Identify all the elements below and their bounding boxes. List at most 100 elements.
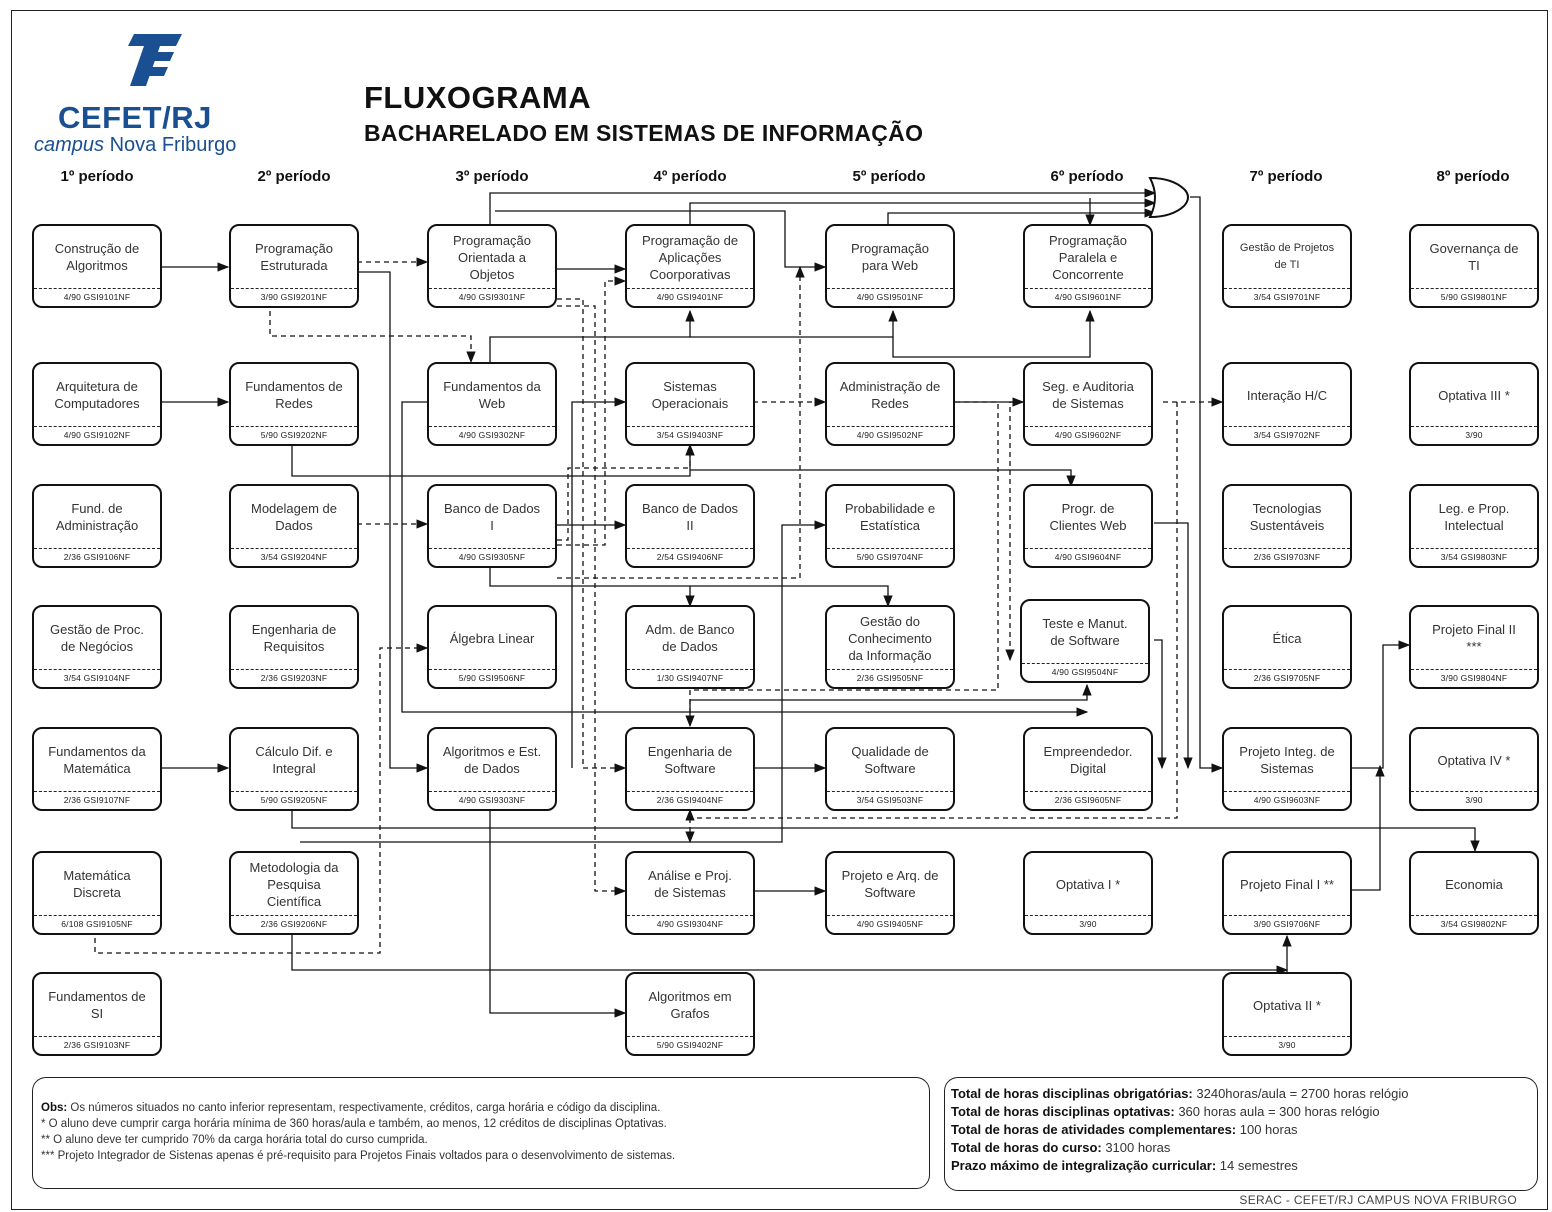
connector [94, 643, 429, 954]
course-name: Matemática Discreta [63, 868, 131, 900]
course-name: Algoritmos em Grafos [648, 989, 732, 1021]
course-name: Optativa III * [1438, 387, 1510, 403]
totals-value: 3100 horas [1101, 1140, 1171, 1155]
course-name: Construção de Algoritmos [54, 241, 140, 273]
totals-label: Total de horas disciplinas obrigatórias: [951, 1086, 1193, 1101]
logo-name: CEFET/RJ [58, 100, 212, 135]
course-code: 4/90 GSI9304NF [627, 915, 753, 933]
course-name: Probabilidade e Estatística [844, 501, 936, 533]
obs-line-2: * O aluno deve cumprir carga horária mín… [41, 1118, 667, 1130]
course-code: 6/108 GSI9105NF [34, 915, 160, 933]
course-code: 4/90 GSI9601NF [1025, 288, 1151, 306]
totals-value: 360 horas aula = 300 horas relógio [1174, 1104, 1380, 1119]
course-box: Optativa I *3/90 [1023, 851, 1153, 935]
connector [1154, 522, 1193, 770]
page-frame [11, 10, 1548, 1210]
course-code: 1/30 GSI9407NF [627, 669, 753, 687]
connector [489, 568, 695, 608]
course-code: 3/90 GSI9706NF [1224, 915, 1350, 933]
course-code: 2/36 GSI9605NF [1025, 791, 1151, 809]
course-name: Interação H/C [1246, 387, 1328, 403]
course-name: Fundamentos da Web [443, 379, 541, 411]
course-code: 2/54 GSI9406NF [627, 548, 753, 566]
period-3-heading: 3º período [455, 168, 529, 185]
logo-campus-place: Nova Friburgo [109, 134, 237, 156]
course-name: Gestão de Projetos de TI [1239, 242, 1335, 271]
connector [571, 397, 627, 768]
course-code: 3/90 [1025, 915, 1151, 933]
course-name: Seg. e Auditoria de Sistemas [1042, 379, 1134, 411]
course-name: Optativa II * [1253, 997, 1321, 1013]
totals-row: Prazo máximo de integralização curricula… [951, 1157, 1529, 1175]
totals-label: Total de horas do curso: [951, 1140, 1102, 1155]
connector [1154, 639, 1167, 770]
course-box: Projeto Final I **3/90 GSI9706NF [1222, 851, 1352, 935]
period-6-heading: 6º período [1050, 168, 1124, 185]
course-name: Programação para Web [850, 241, 930, 273]
course-code: 3/90 GSI9201NF [231, 288, 357, 306]
course-code: 3/90 GSI9804NF [1411, 669, 1537, 687]
totals-row: Total de horas disciplinas optativas: 36… [951, 1103, 1529, 1121]
course-box: Fundamentos da Matemática 2/36 GSI9107NF [32, 727, 162, 811]
course-name: Fundamentos de Redes [245, 379, 343, 411]
course-name: Tecnologias Sustentáveis [1249, 501, 1325, 533]
connector [689, 683, 1092, 726]
cefet-logo: CEFET/RJ campus Nova Friburgo [28, 30, 278, 160]
course-code: 3/54 GSI9104NF [34, 669, 160, 687]
course-code: 5/90 GSI9205NF [231, 791, 357, 809]
course-name: Teste e Manut. de Software [1042, 616, 1128, 648]
course-code: 4/90 GSI9504NF [1022, 663, 1148, 681]
period-1-heading: 1º período [60, 168, 134, 185]
totals-row: Total de horas do curso: 3100 horas [951, 1139, 1529, 1157]
period-8-heading: 8º período [1436, 168, 1510, 185]
course-name: Progr. de Clientes Web [1049, 501, 1127, 533]
connector [557, 265, 805, 579]
course-name: Análise e Proj. de Sistemas [648, 868, 732, 900]
course-name: Economia [1445, 876, 1503, 892]
course-code: 4/90 GSI9604NF [1025, 548, 1151, 566]
course-name: Programação Estruturada [254, 241, 334, 273]
period-5-heading: 5º período [852, 168, 926, 185]
course-name: Optativa IV * [1437, 752, 1511, 768]
course-code: 2/36 GSI9103NF [34, 1036, 160, 1054]
totals-label: Total de horas disciplinas optativas: [951, 1104, 1175, 1119]
course-code: 2/36 GSI9505NF [827, 669, 953, 687]
connector [1005, 401, 1023, 662]
connector [291, 810, 1480, 853]
course-code: 3/90 [1411, 426, 1537, 444]
course-code: 4/90 GSI9305NF [429, 548, 555, 566]
course-code: 2/36 GSI9107NF [34, 791, 160, 809]
totals-box: Total de horas disciplinas obrigatórias:… [944, 1077, 1538, 1191]
course-name: Projeto Final II *** [1432, 622, 1516, 654]
connector [690, 469, 1076, 488]
obs-line-1: Obs: Os números situados no canto inferi… [41, 1100, 921, 1116]
connector [689, 198, 1157, 225]
course-name: Modelagem de Dados [251, 501, 337, 533]
logo-campus: campus Nova Friburgo [34, 134, 236, 157]
period-4-heading: 4º período [653, 168, 727, 185]
course-code: 3/54 GSI9503NF [827, 791, 953, 809]
course-name: Sistemas Operacionais [651, 379, 729, 411]
connector [357, 271, 429, 773]
course-box: Programação Estruturada 3/90 GSI9201NF [229, 224, 359, 308]
course-code: 3/54 GSI9803NF [1411, 548, 1537, 566]
observations-box: Obs: Os números situados no canto inferi… [32, 1077, 930, 1189]
totals-value: 14 semestres [1216, 1158, 1298, 1173]
course-box: Optativa III * 3/90 [1409, 362, 1539, 446]
course-name: Fundamentos da Matemática [48, 744, 146, 776]
course-box: Teste e Manut. de Software 4/90 GSI9504NF [1020, 599, 1150, 683]
connector [557, 443, 695, 541]
course-name: Programação Paralela e Concorrente [1048, 232, 1128, 282]
